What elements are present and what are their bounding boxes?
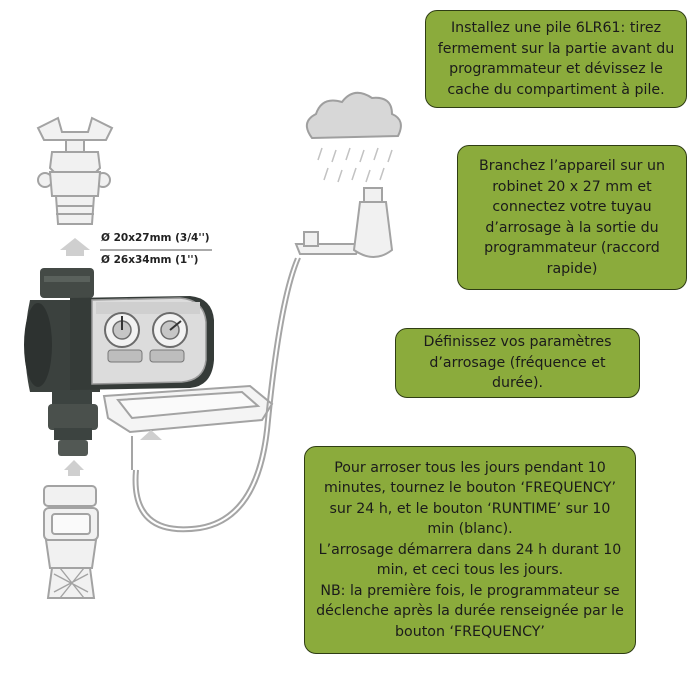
hose-illustration [131,257,301,533]
note-text: Installez une pile 6LR61: tirez fermemen… [437,20,675,98]
note-text-1: Pour arroser tous les jours pendant 10 m… [323,459,616,538]
note-text-3: NB: la première fois, le programmateur s… [316,582,624,640]
connection-instruction-note: Branchez l’appareil sur un robinet 20 x … [457,145,687,290]
thread-size-large: Ø 26x34mm (1'') [101,254,199,266]
arrow-up-icon [60,238,90,256]
hose-coupler-illustration [43,485,99,599]
note-text: Branchez l’appareil sur un robinet 20 x … [479,158,665,277]
rain-sensor-illustration [294,187,394,258]
settings-instruction-note: Définissez vos paramètres d’arrosage (fr… [395,328,640,398]
arrow-up-icon [64,460,84,476]
battery-cover [102,384,274,434]
rain-drops [317,147,393,183]
battery-instruction-note: Installez une pile 6LR61: tirez fermemen… [425,10,687,108]
water-timer-device [24,268,214,456]
thread-size-small: Ø 20x27mm (3/4'') [101,232,210,244]
note-text-2: L’arrosage démarrera dans 24 h durant 10… [318,541,622,579]
faucet-illustration [36,116,114,225]
rain-cloud-icon [305,91,402,140]
arrow-up-icon [140,430,162,440]
example-instruction-note: Pour arroser tous les jours pendant 10 m… [304,446,636,654]
note-text: Définissez vos paramètres d’arrosage (fr… [423,334,612,392]
